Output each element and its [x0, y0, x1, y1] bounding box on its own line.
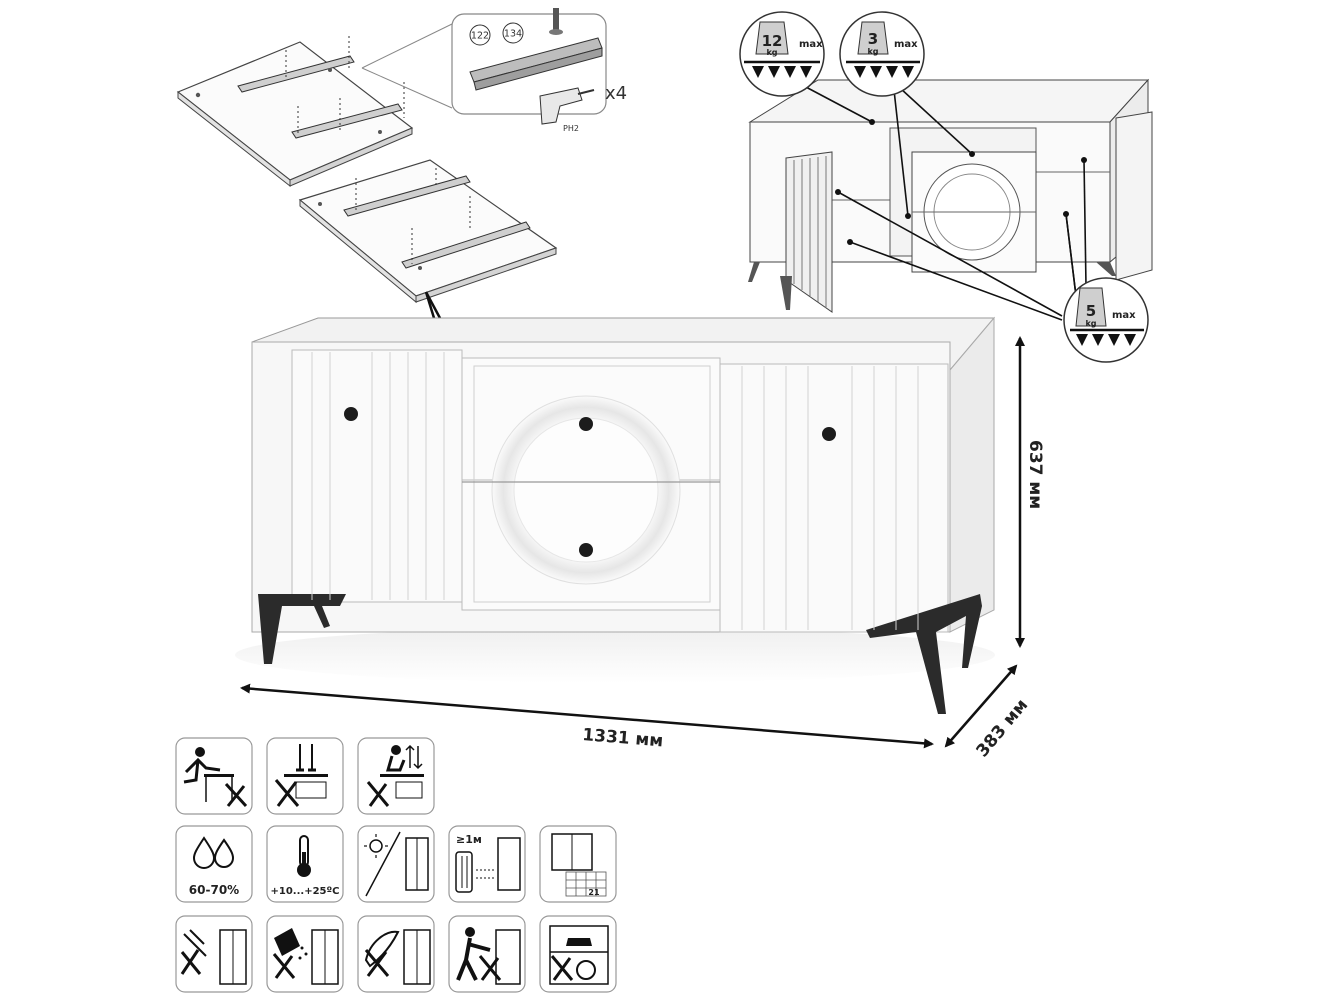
svg-text:kg: kg [867, 47, 878, 56]
quantity-label: x4 [605, 83, 627, 104]
svg-text:max: max [799, 39, 823, 50]
no-overloading-icon [539, 915, 617, 993]
screw-markers [285, 36, 471, 264]
svg-text:kg: kg [766, 48, 777, 57]
no-liquids-icon [266, 915, 344, 993]
humidity-icon: 60-70% [175, 825, 253, 903]
part-number-122: 122 [469, 24, 491, 46]
open-cabinet-view [748, 78, 1153, 313]
assembly-detail-box [361, 8, 607, 125]
heater-distance-icon: ≥1м [448, 825, 526, 903]
svg-text:122: 122 [471, 31, 489, 42]
svg-text:kg: kg [1085, 319, 1096, 328]
svg-text:21: 21 [588, 888, 600, 897]
load-indicator-lines [803, 85, 1087, 321]
no-standing-icon [266, 737, 344, 815]
tool-label: PH2 [563, 124, 579, 133]
svg-text:5: 5 [1086, 302, 1096, 320]
svg-text:12: 12 [762, 32, 783, 50]
packaging-icon: 21 [539, 825, 617, 903]
no-abrasive-cleaning-icon [357, 915, 435, 993]
load-badge-drawer: 3 kg max [839, 11, 925, 97]
svg-text:3: 3 [868, 30, 878, 48]
depth-dimension-line [944, 664, 1018, 748]
no-pushing-icon [448, 915, 526, 993]
svg-text:≥1м: ≥1м [456, 833, 482, 846]
svg-text:60-70%: 60-70% [189, 883, 239, 897]
part-number-134: 134 [502, 22, 524, 44]
width-dimension-label: 1331 мм [582, 725, 664, 751]
load-badge-top: 12 kg max [739, 11, 825, 97]
height-dimension-label: 637 мм [1025, 440, 1045, 509]
no-direct-sunlight-icon [357, 825, 435, 903]
drawer-bottom-panel-lower [298, 159, 558, 304]
svg-text:+10...+25ºC: +10...+25ºC [271, 886, 340, 897]
no-sharp-objects-icon [175, 915, 253, 993]
drawer-bottom-panel-upper [176, 41, 414, 188]
svg-text:max: max [1112, 310, 1136, 321]
load-badge-shelf: 5 kg max [1063, 277, 1149, 363]
width-dimension-line [240, 683, 934, 749]
svg-text:max: max [894, 39, 918, 50]
svg-text:134: 134 [504, 29, 522, 40]
door-grooves [311, 352, 919, 630]
no-climbing-icon [357, 737, 435, 815]
sideboard-main [251, 316, 996, 714]
temperature-icon: +10...+25ºC [266, 825, 344, 903]
no-sitting-icon [175, 737, 253, 815]
